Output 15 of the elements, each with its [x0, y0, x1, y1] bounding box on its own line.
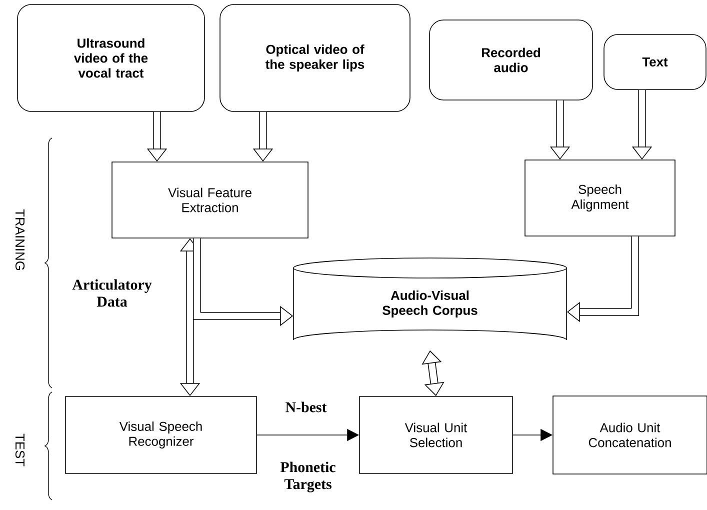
source-box: Ultrasound video of the vocal tract — [17, 4, 205, 112]
annotation: Phonetic Targets — [280, 462, 336, 492]
source-box: Recorded audio — [429, 20, 593, 100]
source-box: Optical video of the speaker lips — [220, 4, 410, 112]
annotation: N-best — [286, 402, 327, 412]
side-label: TRAINING — [15, 209, 25, 270]
source-box: Text — [604, 34, 706, 90]
process-box: Visual Speech Recognizer — [65, 396, 257, 474]
process-box: Speech Alignment — [524, 160, 676, 236]
annotation: Articulatory Data — [72, 279, 152, 307]
process-box: Visual Unit Selection — [359, 396, 513, 474]
process-box: Visual Feature Extraction — [112, 162, 308, 238]
process-box: Audio Unit Concatenation — [552, 396, 707, 474]
database-cylinder: Audio-Visual Speech Corpus — [293, 258, 567, 340]
side-label: TEST — [15, 434, 25, 466]
